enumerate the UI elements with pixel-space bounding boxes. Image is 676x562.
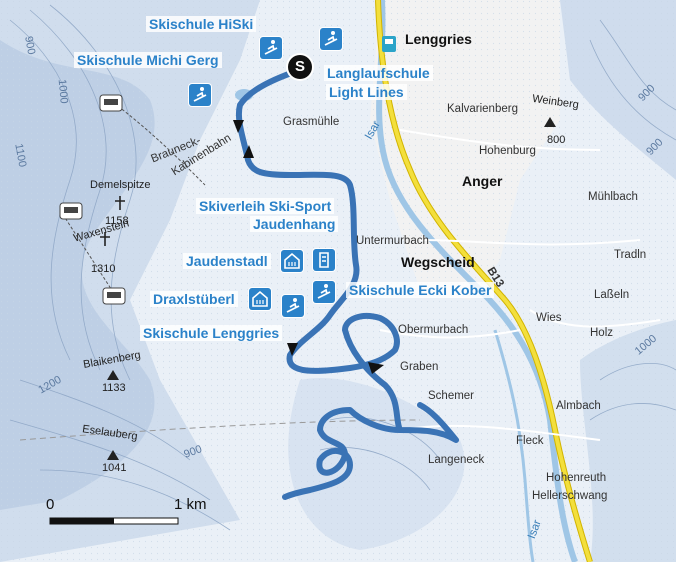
arrow-down-icon (233, 120, 244, 133)
peak-blaikenberg-elev: 1133 (102, 382, 126, 394)
place-grasmuehle: Grasmühle (283, 116, 340, 128)
ski-school-icon[interactable] (320, 28, 342, 50)
poi-label-skiverleih[interactable]: Skiverleih Ski-Sport (196, 198, 335, 214)
restaurant-icon[interactable] (249, 288, 271, 310)
ski-rental-icon[interactable] (313, 249, 335, 271)
peak-demelspitze-name: Demelspitze (90, 179, 151, 191)
town-lenggries: Lenggries (405, 31, 472, 47)
place-muehlbach: Mühlbach (588, 191, 638, 203)
arrow-up-icon (243, 145, 254, 158)
poi-label-draxlstueberl[interactable]: Draxlstüberl (150, 291, 238, 307)
train-station-icon (382, 36, 396, 52)
arrow-down-icon (287, 343, 298, 356)
place-hohenreuth: Hohenreuth (546, 472, 607, 484)
place-lasseln: Laßeln (594, 289, 630, 301)
cross-country-route (236, 67, 459, 500)
cable-car-icon (99, 94, 123, 112)
peak-demelspitze-elev: 1158 (105, 215, 129, 227)
poi-label-light-lines[interactable]: Light Lines (326, 84, 407, 100)
place-fleck: Fleck (516, 435, 544, 447)
start-marker[interactable]: S (288, 55, 312, 79)
place-kalvarienberg: Kalvarienberg (447, 103, 518, 115)
poi-label-ecki-kober[interactable]: Skischule Ecki Kober (346, 282, 495, 298)
ski-school-icon[interactable] (260, 37, 282, 59)
ski-school-icon[interactable] (313, 281, 335, 303)
scale-end-label: 1 km (174, 496, 207, 513)
place-tradln: Tradln (614, 249, 647, 261)
poi-label-langlaufschule[interactable]: Langlaufschule (324, 65, 433, 81)
place-untermurbach: Untermurbach (356, 235, 429, 247)
ski-school-icon[interactable] (282, 295, 304, 317)
contour-label: 1000 (55, 78, 70, 105)
poi-label-lenggries-school[interactable]: Skischule Lenggries (140, 325, 283, 341)
peak-marker-icon (107, 450, 119, 460)
place-almbach: Almbach (556, 400, 601, 412)
peak-marker-icon (544, 117, 556, 127)
summit-cross-icon (115, 196, 125, 210)
arrow-right-icon (368, 362, 384, 374)
contour-label: 900 (22, 35, 38, 56)
town-wegscheid: Wegscheid (401, 254, 475, 270)
scale-start-label: 0 (46, 496, 55, 513)
place-obermurbach: Obermurbach (398, 324, 469, 336)
place-hohenburg: Hohenburg (479, 145, 536, 157)
cable-car-icon (102, 287, 126, 305)
place-langeneck: Langeneck (428, 454, 485, 466)
place-holz: Holz (590, 327, 614, 339)
ski-school-icon[interactable] (189, 84, 211, 106)
cable-car-icon (59, 202, 83, 220)
poi-label-michi-gerg[interactable]: Skischule Michi Gerg (74, 52, 222, 68)
summit-cross-icon (100, 232, 110, 246)
peak-waxenstein-elev: 1310 (91, 263, 116, 275)
peak-eselauberg-elev: 1041 (102, 462, 127, 474)
town-anger: Anger (462, 173, 503, 189)
poi-label-jaudenhang[interactable]: Jaudenhang (250, 216, 339, 232)
peak-marker-icon (107, 370, 119, 380)
place-wies: Wies (536, 312, 562, 324)
peak-weinberg-elev: 800 (547, 134, 566, 146)
place-graben: Graben (400, 361, 439, 373)
poi-label-jaudenstadl[interactable]: Jaudenstadl (183, 253, 271, 269)
poi-label-hiski[interactable]: Skischule HiSki (146, 16, 257, 32)
restaurant-icon[interactable] (281, 250, 303, 272)
place-schemer: Schemer (428, 390, 475, 402)
place-hellerschwang: Hellerschwang (532, 490, 608, 502)
